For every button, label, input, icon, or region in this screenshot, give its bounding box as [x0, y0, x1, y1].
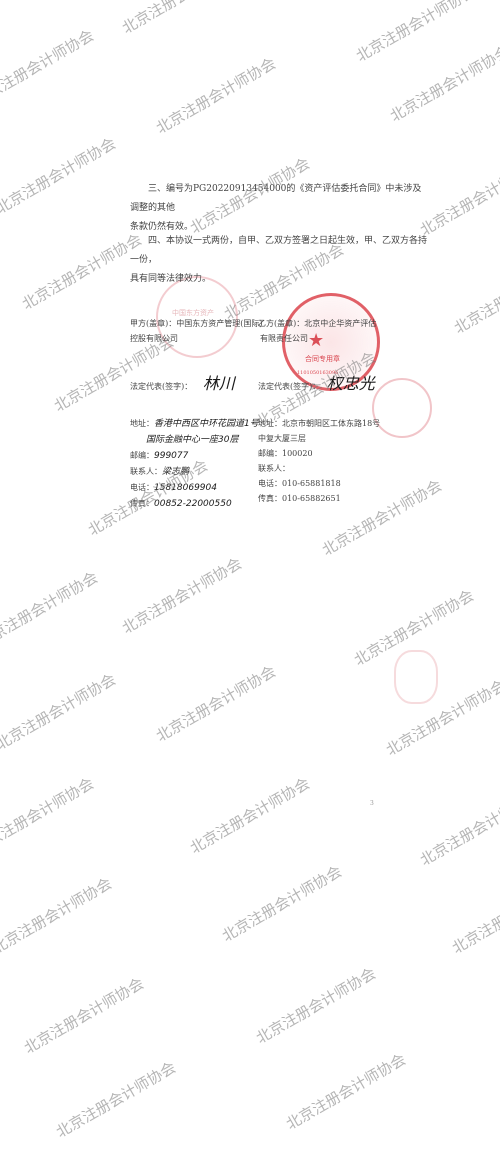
watermark: 北京注册会计师协会 [0, 134, 119, 218]
watermark: 北京注册会计师协会 [387, 42, 500, 126]
party-b-representative: 法定代表(签字)： 权忠光 [258, 374, 375, 393]
party-a-fax: 00852-22000550 [154, 499, 232, 509]
party-b-seal-text: 合同专用章 [305, 355, 340, 363]
clause-three-line-1: 三、编号为PG20220913454000的《资产评估委托合同》中未涉及调整的其… [130, 184, 422, 213]
watermark: 北京注册会计师协会 [417, 786, 500, 870]
faint-seal-mark [394, 650, 438, 704]
watermark: 北京注册会计师协会 [119, 554, 245, 638]
watermark: 北京注册会计师协会 [253, 964, 379, 1048]
party-b-seal: 合同专用章 1101050163096 [282, 293, 380, 391]
watermark: 北京注册会计师协会 [153, 54, 279, 138]
party-a-label: 甲方(盖章)：中国东方资产管理(国际) 控股有限公司 [130, 319, 263, 343]
watermark: 北京注册会计师协会 [0, 670, 119, 754]
party-b-partial-seal [372, 378, 432, 438]
party-b-fax: 010-65882651 [282, 494, 341, 503]
party-a-contact: 梁志鹏 [162, 467, 190, 477]
party-a-signature: 林川 [202, 374, 235, 393]
party-b-address: 北京市朝阳区工体东路18号 [282, 419, 381, 428]
watermark: 北京注册会计师协会 [0, 568, 101, 652]
clause-four: 四、本协议一式两份，自甲、乙双方签署之日起生效，甲、乙双方各持一份， 具有同等法… [130, 232, 430, 289]
watermark: 北京注册会计师协会 [118, 0, 245, 38]
page-number: 3 [370, 800, 374, 807]
watermark: 北京注册会计师协会 [153, 662, 279, 746]
clause-four-line-1: 四、本协议一式两份，自甲、乙双方签署之日起生效，甲、乙双方各持一份， [130, 236, 428, 265]
party-b-label: 乙方(盖章)：北京中企华资产评估 有限责任公司 [258, 319, 377, 343]
party-b-seal-number: 1101050163096 [297, 370, 339, 376]
party-b-phone: 010-65881818 [282, 479, 341, 488]
watermark: 北京注册会计师协会 [21, 974, 147, 1058]
watermark: 北京注册会计师协会 [0, 874, 115, 958]
watermark: 北京注册会计师协会 [0, 774, 97, 858]
party-a-postcode: 999077 [154, 451, 189, 461]
party-a-seal-text: 中国东方资产 [172, 309, 214, 317]
watermark: 北京注册会计师协会 [19, 230, 145, 314]
watermark: 北京注册会计师协会 [283, 1050, 409, 1134]
party-b-contact-block: 地址：北京市朝阳区工体东路18号 中复大厦三层 邮编：100020 联系人： 电… [258, 419, 381, 503]
party-a-address-1: 香港中西区中环花园道1号 [154, 419, 259, 429]
party-b-address-2: 中复大厦三层 [258, 434, 306, 443]
party-a-contact-block: 地址：香港中西区中环花园道1号 国际金融中心一座30层 邮编：999077 联系… [130, 419, 259, 509]
party-a-representative: 法定代表(签字)： 林川 [130, 374, 235, 393]
clause-three: 三、编号为PG20220913454000的《资产评估委托合同》中未涉及调整的其… [130, 180, 430, 237]
party-b-signature: 权忠光 [326, 374, 375, 393]
party-a-address-2: 国际金融中心一座30层 [146, 435, 239, 445]
watermark: 北京注册会计师协会 [0, 26, 97, 110]
watermark: 北京注册会计师协会 [187, 774, 313, 858]
watermark: 北京注册会计师协会 [353, 0, 479, 66]
party-b-postcode: 100020 [282, 449, 313, 458]
watermark: 北京注册会计师协会 [451, 254, 500, 338]
watermark: 北京注册会计师协会 [53, 1058, 179, 1142]
party-a-seal: 中国东方资产 [156, 276, 238, 358]
clause-three-line-2: 条款仍然有效。 [130, 222, 194, 232]
watermark: 北京注册会计师协会 [219, 862, 345, 946]
clause-four-line-2: 具有同等法律效力。 [130, 274, 212, 284]
watermark: 北京注册会计师协会 [449, 874, 500, 958]
seal-star-icon: ★ [308, 330, 325, 351]
party-a-phone: 15818069904 [154, 483, 217, 493]
